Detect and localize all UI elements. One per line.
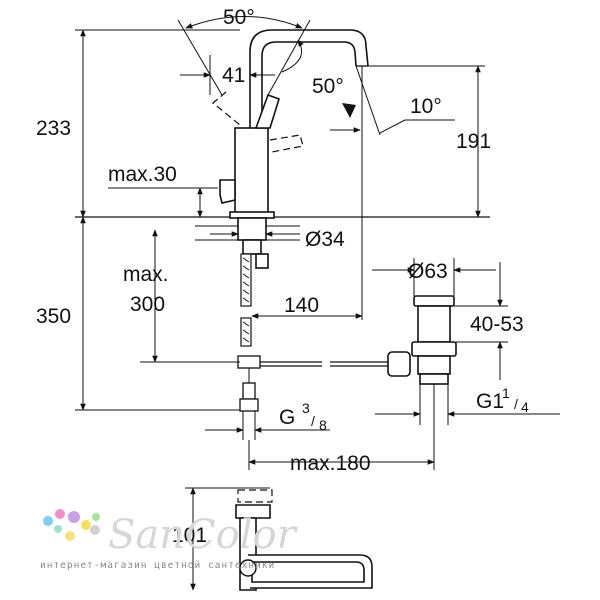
supply-thread-fraction-slash: / xyxy=(311,413,315,429)
supply-hoses xyxy=(237,253,261,412)
max-reach-label: max.180 xyxy=(290,452,371,475)
bore-diameter-label: Ø34 xyxy=(305,228,345,251)
plan-view xyxy=(185,487,373,591)
projection-label: 140 xyxy=(284,294,319,317)
lever-width-label: 41 xyxy=(222,64,245,87)
supply-thread-fraction-numerator: 3 xyxy=(302,400,310,416)
lever-angle-label: 50° xyxy=(312,75,344,98)
supply-thread-fraction-denominator: 8 xyxy=(319,417,327,433)
spout-height-label: 191 xyxy=(456,130,491,153)
max-deck-label: max.30 xyxy=(108,163,177,186)
max-300-label-top: max. xyxy=(123,263,169,286)
waste-thread-fraction-denominator: 4 xyxy=(521,399,529,415)
pull-rod xyxy=(260,361,388,367)
dimension-lines xyxy=(75,16,560,470)
below-deck-label: 350 xyxy=(36,305,71,328)
waste-thread-fraction-numerator: 1 xyxy=(502,385,510,401)
countertop xyxy=(75,216,490,241)
max-300-label-bottom: 300 xyxy=(130,293,165,316)
waste-thread-fraction-slash: / xyxy=(514,396,518,412)
plan-depth-label: 101 xyxy=(172,524,207,547)
sancolor-watermark: SanColor интернет-магазин цветной сантех… xyxy=(40,509,299,571)
waste-assembly xyxy=(387,295,457,385)
waste-length-label: 40-53 xyxy=(470,313,524,336)
waste-diameter-label: Ø63 xyxy=(408,260,448,283)
tilt-angle-label: 10° xyxy=(410,95,442,118)
faucet-body xyxy=(212,29,369,269)
spout-angle-label: 50° xyxy=(223,6,255,29)
waste-thread-label: G1 xyxy=(476,390,504,413)
total-height-label: 233 xyxy=(36,117,71,140)
watermark-brand: SanColor xyxy=(108,512,299,558)
supply-thread-label: G xyxy=(279,406,295,429)
dimension-labels: 50° 41 50° 10° 233 191 max.30 Ø34 max. 3… xyxy=(36,6,529,547)
watermark-tagline: интернет-магазин цветной сантехники xyxy=(40,560,275,571)
